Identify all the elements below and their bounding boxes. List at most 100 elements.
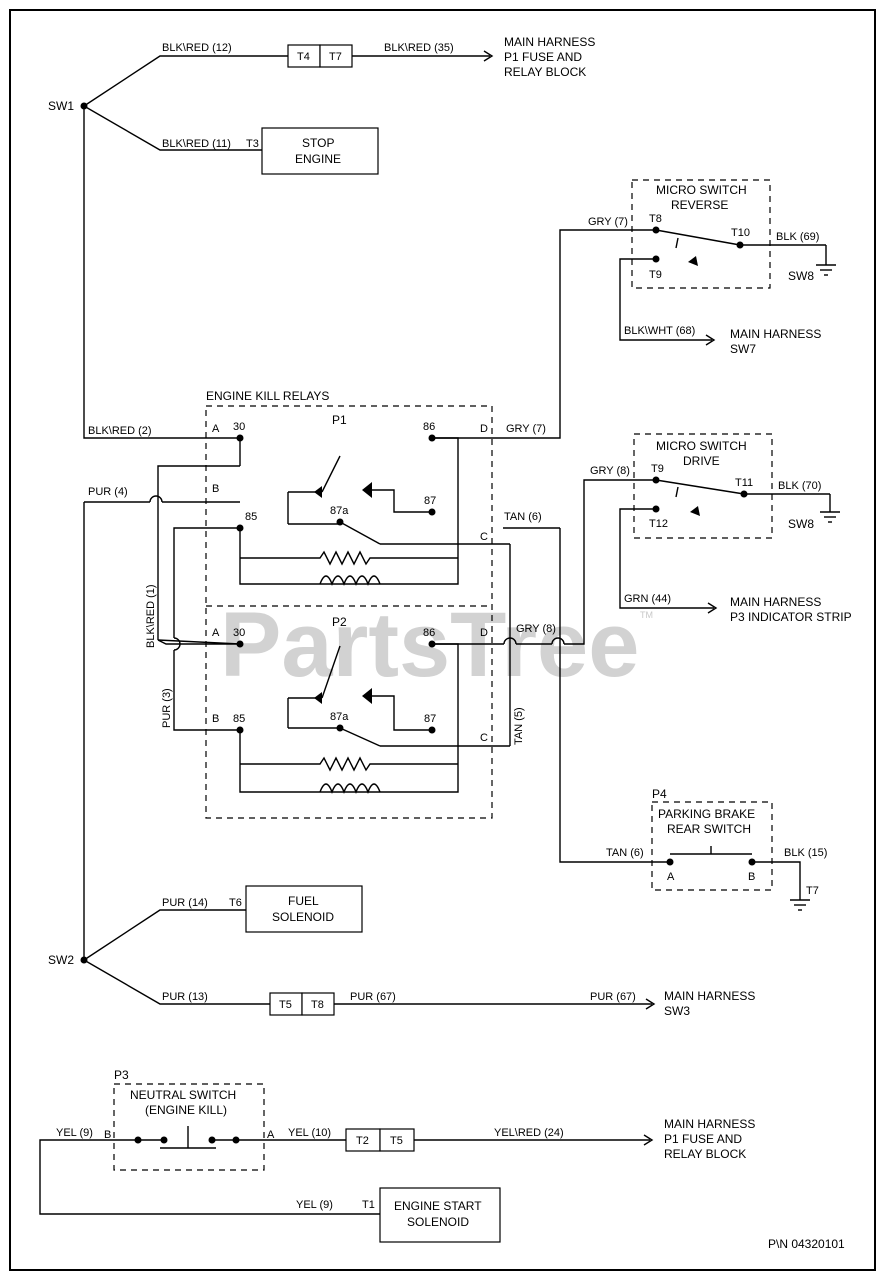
drive-t12: T12 bbox=[649, 518, 668, 530]
start-line2: SOLENOID bbox=[407, 1215, 469, 1229]
wire-blkred-11: BLK\RED (11) bbox=[162, 138, 231, 150]
pb-b: B bbox=[748, 871, 755, 883]
p2-pin87: 87 bbox=[424, 713, 436, 725]
wire-yel-9-b: YEL (9) bbox=[296, 1199, 333, 1211]
sw2-t8: T8 bbox=[311, 999, 324, 1011]
start-line1: ENGINE START bbox=[394, 1199, 482, 1213]
sw2-label: SW2 bbox=[48, 953, 74, 967]
wire-gry-7: GRY (7) bbox=[506, 423, 546, 435]
wire-yel-9-a: YEL (9) bbox=[56, 1127, 93, 1139]
wire-gry-8: GRY (8) bbox=[516, 623, 556, 635]
wire-blkred-35: BLK\RED (35) bbox=[384, 42, 454, 54]
t3-label: T3 bbox=[246, 138, 259, 150]
pb-a: A bbox=[667, 871, 675, 883]
p1-pin87: 87 bbox=[424, 495, 436, 507]
neutral-t5: T5 bbox=[390, 1135, 403, 1147]
wire-pur-3: PUR (3) bbox=[161, 688, 173, 728]
drive-sw8: SW8 bbox=[788, 517, 814, 531]
micro-switch-drive: MICRO SWITCH DRIVE GRY (8) T9 T11 BLK (7… bbox=[590, 433, 852, 624]
wire-pur-4: PUR (4) bbox=[88, 486, 128, 498]
watermark-tm: TM bbox=[640, 610, 653, 620]
harness-p3-line1: MAIN HARNESS bbox=[730, 595, 821, 609]
neutral-b: B bbox=[104, 1129, 111, 1141]
neutral-title-1: NEUTRAL SWITCH bbox=[130, 1088, 236, 1102]
reverse-title-1: MICRO SWITCH bbox=[656, 183, 747, 197]
p1-b: B bbox=[212, 483, 219, 495]
wire-yel-10: YEL (10) bbox=[288, 1127, 331, 1139]
p2-pin87a: 87a bbox=[330, 711, 349, 723]
wire-blkred-2: BLK\RED (2) bbox=[88, 425, 152, 437]
sw2-group: SW2 PUR (14) T6 FUEL SOLENOID PUR (13) T… bbox=[48, 502, 755, 1018]
p1-pin85: 85 bbox=[245, 511, 257, 523]
wire-gry-7-top: GRY (7) bbox=[588, 216, 628, 228]
p1-pin30: 30 bbox=[233, 421, 245, 433]
part-number: P\N 04320101 bbox=[768, 1237, 845, 1251]
rev-t9: T9 bbox=[649, 269, 662, 281]
p1-pin86: 86 bbox=[423, 421, 435, 433]
wire-blk-70: BLK (70) bbox=[778, 480, 821, 492]
sw1-label: SW1 bbox=[48, 99, 74, 113]
engine-start-box bbox=[379, 1187, 501, 1243]
t4-label: T4 bbox=[297, 51, 310, 63]
drive-title-2: DRIVE bbox=[683, 454, 720, 468]
rev-sw8: SW8 bbox=[788, 269, 814, 283]
rev-t8: T8 bbox=[649, 213, 662, 225]
neutral-switch: P3 NEUTRAL SWITCH (ENGINE KILL) B A YEL … bbox=[39, 1068, 755, 1243]
harness-p3-line2: P3 INDICATOR STRIP bbox=[730, 610, 852, 624]
wire-blkwht-68: BLK\WHT (68) bbox=[624, 325, 695, 337]
fuel-line2: SOLENOID bbox=[272, 910, 334, 924]
harness-p1b-line3: RELAY BLOCK bbox=[664, 1147, 746, 1161]
harness-p1-line3: RELAY BLOCK bbox=[504, 65, 586, 79]
wire-pur-67-b: PUR (67) bbox=[590, 991, 636, 1003]
wire-blkred-1: BLK\RED (1) bbox=[145, 584, 157, 648]
fuel-line1: FUEL bbox=[288, 894, 319, 908]
wire-tan-5: TAN (5) bbox=[513, 707, 525, 745]
harness-p1-line2: P1 FUSE AND bbox=[504, 50, 582, 64]
p1-pin87a: 87a bbox=[330, 505, 349, 517]
wire-grn-44: GRN (44) bbox=[624, 593, 671, 605]
fuel-solenoid-box bbox=[245, 885, 363, 933]
p1-c: C bbox=[480, 531, 488, 543]
p1-a: A bbox=[212, 423, 220, 435]
relay-p1-label: P1 bbox=[332, 413, 347, 427]
p4-label: P4 bbox=[652, 787, 667, 801]
engine-kill-relays: ENGINE KILL RELAYS P1 A B D C 30 85 86 8… bbox=[84, 389, 670, 863]
p2-pin86: 86 bbox=[423, 627, 435, 639]
t7-label: T7 bbox=[329, 51, 342, 63]
stop-engine-box bbox=[261, 127, 379, 175]
wire-tan-6: TAN (6) bbox=[504, 511, 542, 523]
sw2-t5: T5 bbox=[279, 999, 292, 1011]
rev-t10: T10 bbox=[731, 227, 750, 239]
neutral-t2: T2 bbox=[356, 1135, 369, 1147]
p2-pin30: 30 bbox=[233, 627, 245, 639]
harness-p1b-line1: MAIN HARNESS bbox=[664, 1117, 755, 1131]
reverse-title-2: REVERSE bbox=[671, 198, 728, 212]
wire-blk-69: BLK (69) bbox=[776, 231, 819, 243]
pb-title-2: REAR SWITCH bbox=[667, 822, 751, 836]
neutral-title-2: (ENGINE KILL) bbox=[145, 1103, 227, 1117]
parking-brake-switch: P4 PARKING BRAKE REAR SWITCH TAN (6) A B… bbox=[606, 787, 827, 911]
pb-title-1: PARKING BRAKE bbox=[658, 807, 755, 821]
t6-label: T6 bbox=[229, 897, 242, 909]
p2-c: C bbox=[480, 732, 488, 744]
harness-p1b-line2: P1 FUSE AND bbox=[664, 1132, 742, 1146]
harness-p1-line1: MAIN HARNESS bbox=[504, 35, 595, 49]
pb-t7: T7 bbox=[806, 885, 819, 897]
p2-b: B bbox=[212, 713, 219, 725]
p3-label: P3 bbox=[114, 1068, 129, 1082]
p2-d: D bbox=[480, 627, 488, 639]
harness-sw7-line1: MAIN HARNESS bbox=[730, 327, 821, 341]
micro-switch-reverse: MICRO SWITCH REVERSE GRY (7) T8 T10 BLK … bbox=[503, 179, 836, 439]
relay-p2-label: P2 bbox=[332, 615, 347, 629]
relays-title: ENGINE KILL RELAYS bbox=[206, 389, 329, 403]
neutral-a: A bbox=[267, 1129, 275, 1141]
harness-sw7-line2: SW7 bbox=[730, 342, 756, 356]
wire-gry-8-top: GRY (8) bbox=[590, 465, 630, 477]
stop-engine-line1: STOP bbox=[302, 136, 334, 150]
drive-title-1: MICRO SWITCH bbox=[656, 439, 747, 453]
wire-pur-67-a: PUR (67) bbox=[350, 991, 396, 1003]
harness-sw3-line1: MAIN HARNESS bbox=[664, 989, 755, 1003]
p2-pin85: 85 bbox=[233, 713, 245, 725]
wire-blk-15: BLK (15) bbox=[784, 847, 827, 859]
